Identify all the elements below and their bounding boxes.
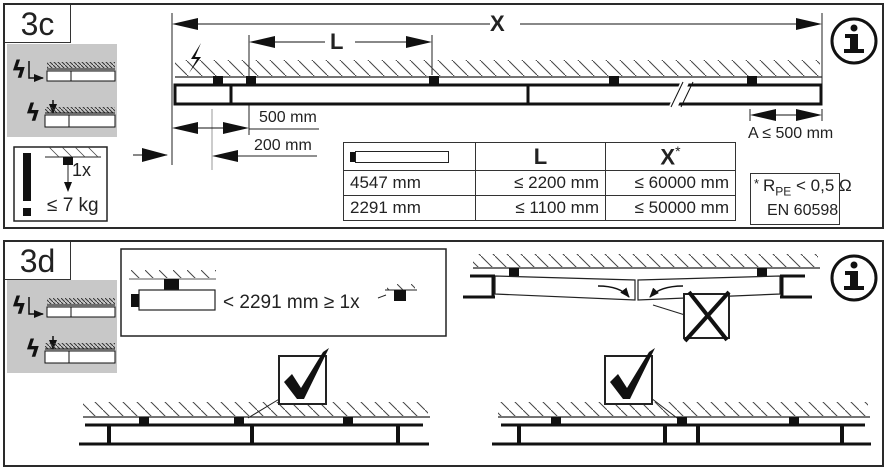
header-x: X*	[605, 141, 736, 172]
install-hazard-icons: ϟ ϟ	[7, 280, 117, 373]
weight-multiplier: 1x	[72, 160, 92, 180]
info-icon	[830, 17, 878, 65]
step-label-3c: 3c	[5, 5, 71, 43]
info-icon	[830, 254, 878, 302]
weight-limit-box	[13, 146, 108, 222]
rail-icon	[350, 152, 355, 163]
table-row: 2291 mm ≤ 1100 mm ≤ 50000 mm	[343, 195, 736, 222]
dim-500-label: 500 mm	[259, 109, 317, 126]
dim-200-label: 200 mm	[254, 137, 312, 154]
correct-installation-diagram-1	[79, 348, 430, 446]
check-mark-icon	[604, 348, 655, 405]
svg-text:ϟ: ϟ	[11, 292, 27, 320]
spec-table: L X* 4547 mm ≤ 2200 mm ≤ 60000 mm 2291 m…	[343, 141, 736, 222]
diagram-3c: ϟ ϟ	[7, 13, 878, 222]
weight-limit: ≤ 7 kg	[47, 195, 99, 216]
svg-text:ϟ: ϟ	[25, 335, 41, 363]
electric-hazard-icon	[189, 43, 201, 73]
dim-a-label: A ≤ 500 mm	[748, 125, 834, 142]
rule-box	[120, 248, 447, 337]
rule-text: < 2291 mm ≥ 1x	[223, 292, 360, 313]
table-header-row: L X*	[343, 141, 736, 172]
standard-label: EN 60598	[767, 202, 839, 219]
dimension-l-label: L	[330, 29, 344, 54]
header-l: L	[475, 141, 606, 172]
correct-installation-diagram-2	[492, 348, 871, 446]
svg-text:ϟ: ϟ	[25, 99, 41, 127]
rail-icon-cell	[343, 141, 476, 172]
check-mark-icon	[278, 348, 329, 405]
diagram-3d: ϟ ϟ	[7, 248, 878, 446]
panel-3c: 3c ϟ ϟ	[3, 3, 884, 229]
rail-diagram	[171, 13, 823, 170]
footnote-box: * RPE < 0,5 Ω EN 60598	[750, 173, 852, 225]
warning-exclamation-icon	[23, 153, 31, 201]
step-label-3d: 3d	[5, 242, 71, 280]
cross-mark-icon	[683, 290, 731, 343]
rpe-value: RPE < 0,5 Ω	[763, 176, 852, 199]
panel-3d: 3d ϟ ϟ	[3, 240, 884, 467]
dimension-x-label: X	[490, 11, 505, 36]
table-row: 4547 mm ≤ 2200 mm ≤ 60000 mm	[343, 170, 736, 197]
install-hazard-icons: ϟ ϟ	[7, 44, 117, 137]
incorrect-installation-diagram	[463, 254, 820, 343]
svg-text:ϟ: ϟ	[11, 56, 27, 84]
